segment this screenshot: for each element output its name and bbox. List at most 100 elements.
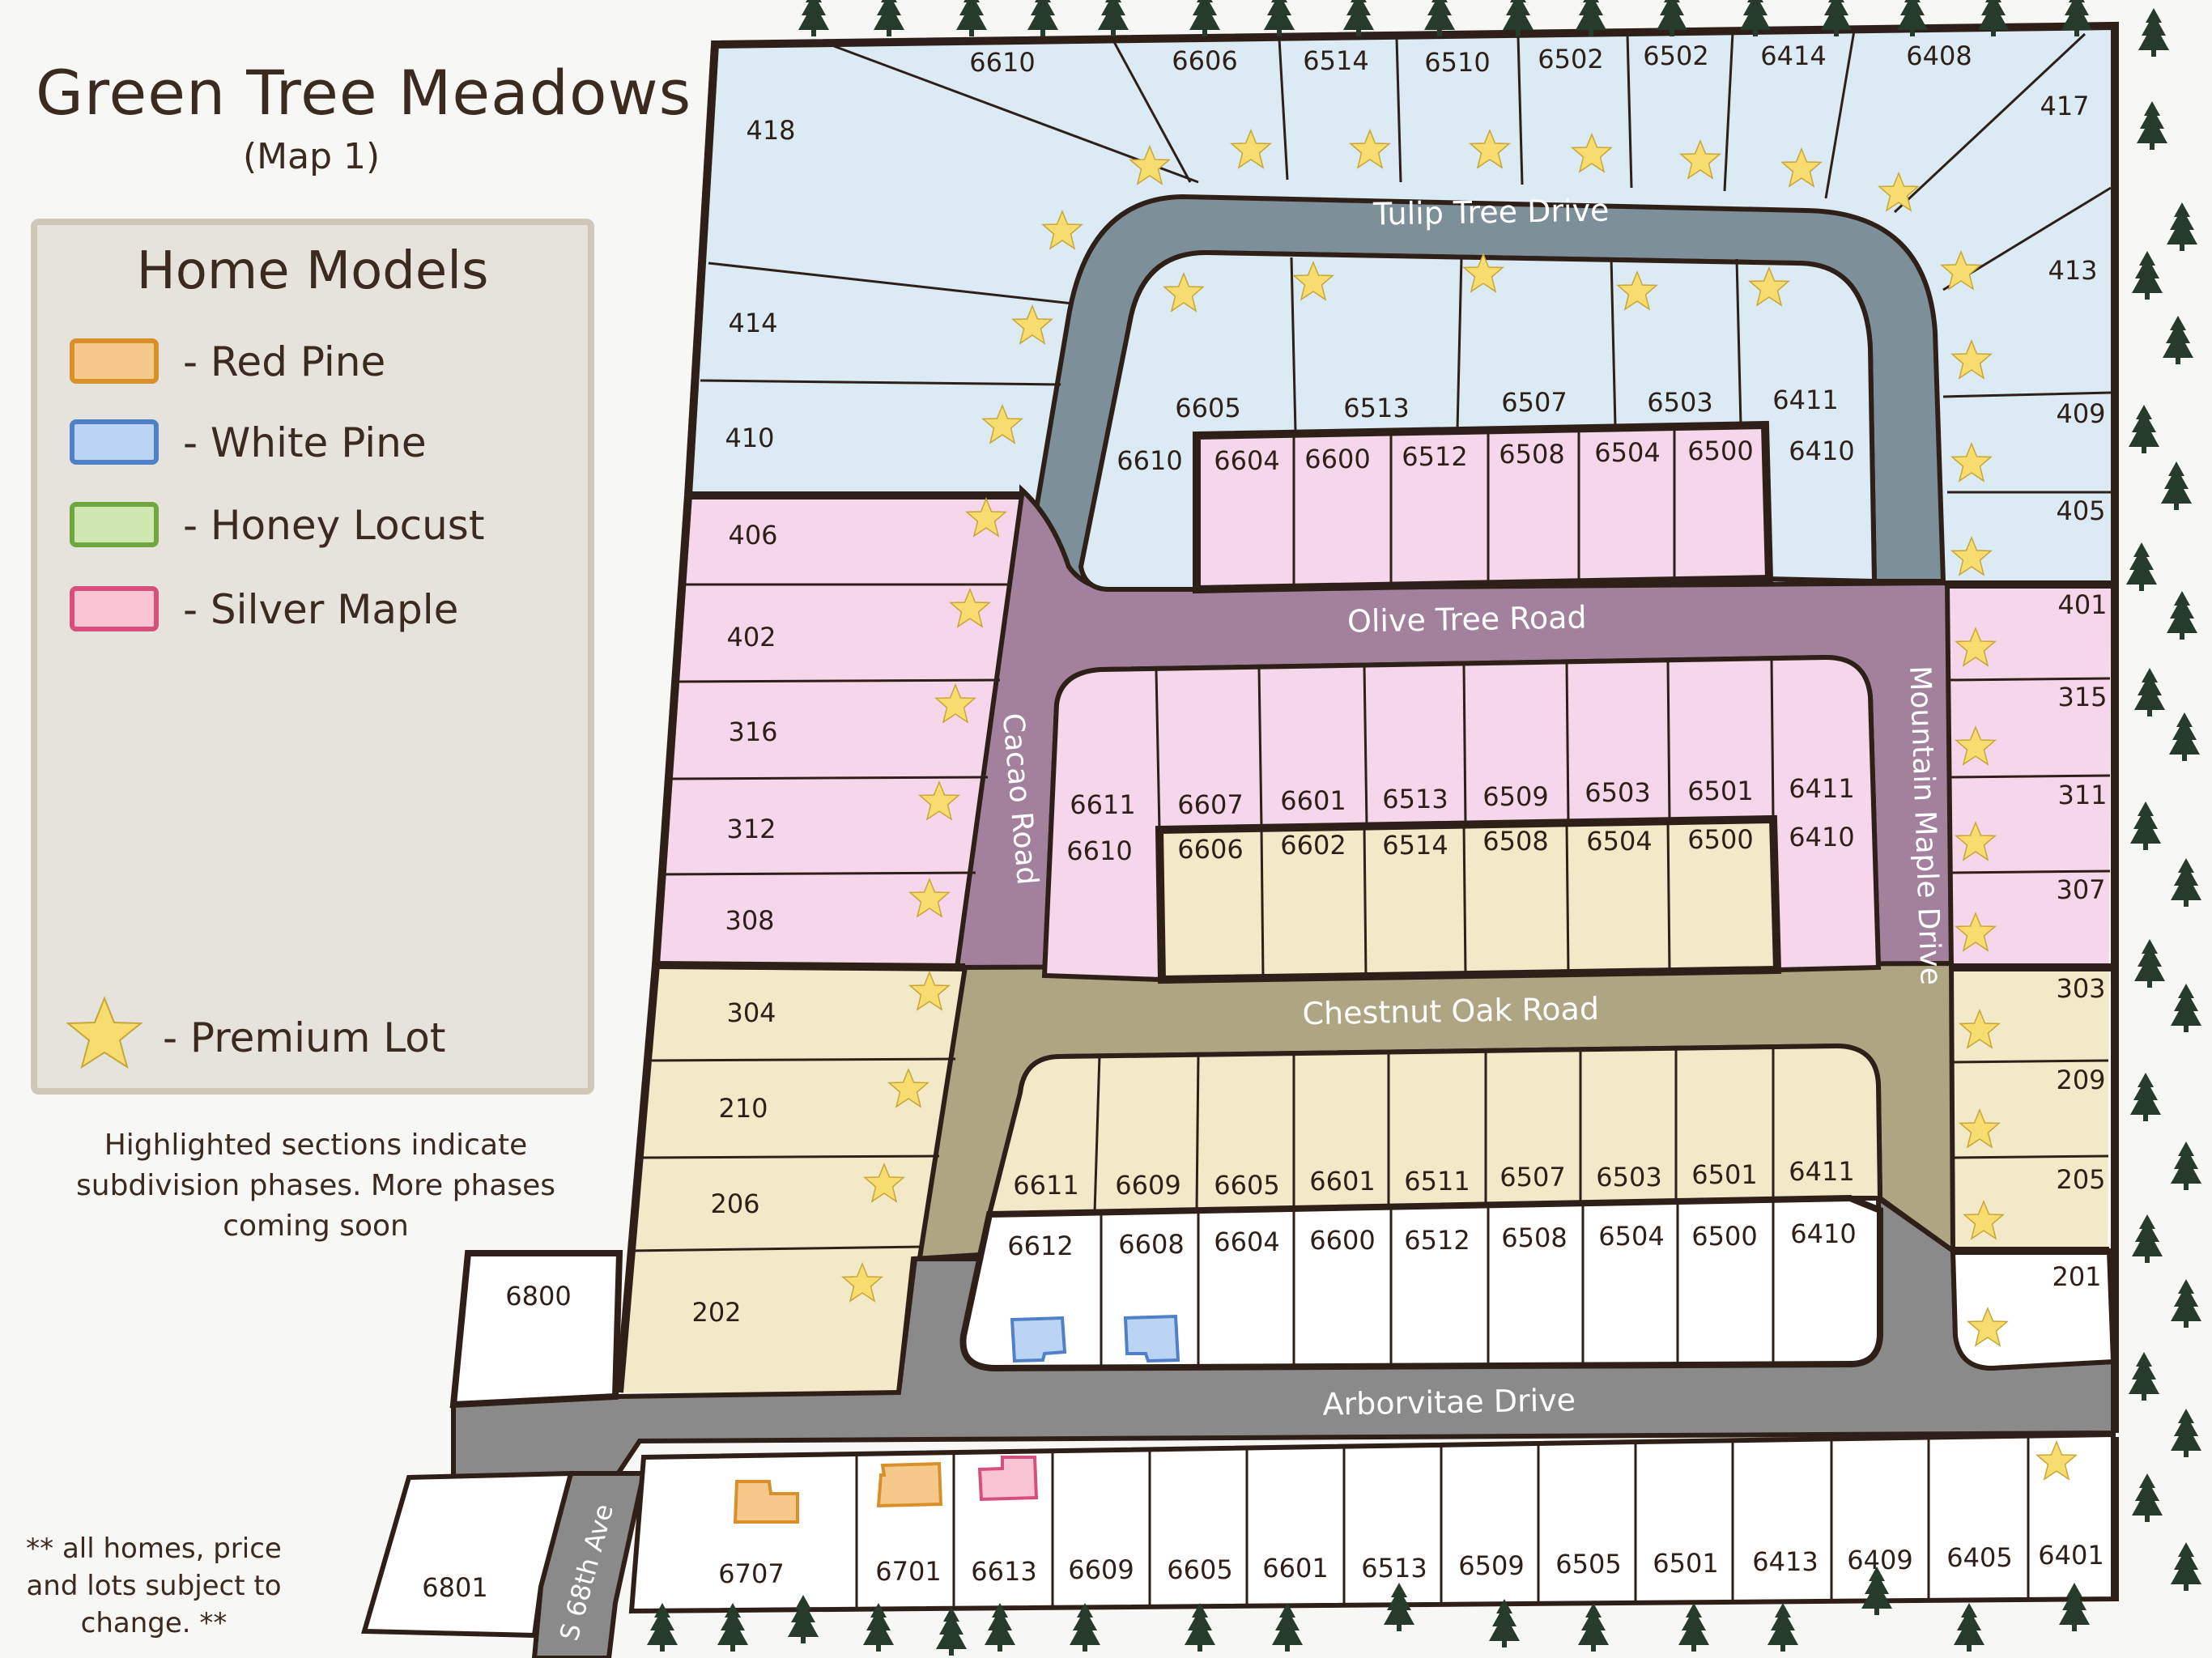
lot-label: 6411 (1789, 1156, 1854, 1187)
tree-icon (2161, 461, 2192, 510)
lot-labels: 6610 6606 6514 6510 6502 6502 6414 6408 … (422, 40, 2107, 1603)
tree-icon (2132, 251, 2163, 300)
tree-icon (2171, 1141, 2201, 1190)
lot-label: 6511 (1404, 1166, 1470, 1197)
silver-maple-home-1 (977, 1456, 1039, 1502)
lot-label: 6513 (1343, 393, 1409, 423)
tree-icon (1189, 0, 1220, 36)
tree-icon (1098, 0, 1129, 36)
tree-icon (2169, 712, 2200, 761)
lot-label: 6505 (1555, 1549, 1621, 1579)
lot-label: 6405 (1946, 1542, 2012, 1573)
map-subtitle: (Map 1) (243, 136, 381, 177)
lot-label: 6409 (1847, 1545, 1912, 1575)
map-title: Green Tree Meadows (36, 57, 692, 129)
phase-tan-west (619, 965, 965, 1392)
lot-label: 202 (691, 1297, 741, 1328)
lot-label: 6410 (1789, 822, 1854, 852)
lot-label: 410 (725, 423, 774, 453)
lot-label: 414 (728, 308, 777, 338)
silver-maple-swatch (70, 586, 159, 631)
lot-label: 6501 (1653, 1548, 1718, 1579)
premium-lot-label: - Premium Lot (163, 1014, 446, 1061)
road-label-tulip: Tulip Tree Drive (1372, 192, 1610, 232)
lot-label: 6612 (1007, 1231, 1073, 1261)
lot-label: 6411 (1789, 773, 1854, 804)
lot-label: 6507 (1499, 1162, 1565, 1192)
tree-icon (2134, 668, 2165, 716)
lot-label: 6509 (1458, 1550, 1524, 1581)
tree-icon (1272, 1603, 1303, 1652)
tree-icon (2138, 8, 2169, 57)
lot-label: 6411 (1772, 385, 1838, 415)
tree-icon (1678, 1603, 1709, 1652)
lot-label: 6503 (1596, 1162, 1661, 1192)
tree-icon (874, 0, 904, 36)
road-label-olive: Olive Tree Road (1347, 599, 1587, 639)
lot-label: 6604 (1214, 1226, 1279, 1257)
arbor-north-block (959, 1194, 1883, 1372)
lot-label: 6701 (875, 1556, 941, 1587)
tree-icon (1264, 0, 1295, 36)
lot-lines (629, 30, 2112, 1609)
tree-icon (2126, 542, 2157, 591)
tree-icon (956, 0, 987, 36)
lot-label: 6601 (1262, 1553, 1328, 1584)
legend-title: Home Models (136, 241, 489, 301)
tree-icon (1578, 1603, 1609, 1652)
white-pine-home-2 (1123, 1314, 1180, 1363)
phase-note: Highlighted sections indicate subdivisio… (76, 1129, 555, 1243)
tree-icon (2130, 801, 2161, 850)
lot-label: 6500 (1687, 824, 1753, 855)
lot-6800-block (449, 1250, 623, 1409)
lot-label: 6610 (1117, 445, 1182, 476)
lot-label: 307 (2056, 874, 2105, 905)
lot-label: 6503 (1585, 777, 1650, 808)
lot-label: 417 (2040, 91, 2089, 121)
lot-label: 6609 (1115, 1170, 1180, 1201)
lot-label: 6606 (1177, 834, 1243, 865)
white-pine-swatch (70, 419, 159, 465)
lot-label: 6500 (1691, 1221, 1757, 1252)
lot-label: 201 (2052, 1261, 2101, 1292)
lot-label: 6502 (1538, 44, 1603, 74)
lot-label: 304 (726, 997, 776, 1028)
lot-label: 6601 (1280, 785, 1346, 816)
lot-label: 6602 (1280, 830, 1346, 861)
phase-pink-west (656, 495, 1022, 967)
red-pine-home-2 (876, 1461, 943, 1508)
chestnut-inner-block (986, 1043, 1883, 1218)
lot-label: 409 (2056, 398, 2105, 429)
lot-label: 6504 (1598, 1221, 1664, 1252)
lot-label: 312 (726, 814, 776, 844)
lot-label: 6611 (1013, 1170, 1078, 1201)
white-pine-home-1 (1010, 1316, 1067, 1363)
lot-label: 6504 (1594, 437, 1660, 468)
lot-label: 402 (726, 622, 776, 653)
lot-label: 6509 (1482, 781, 1548, 812)
disclaimer: ** all homes, price and lots subject to … (26, 1533, 282, 1639)
road-label-chestnut: Chestnut Oak Road (1302, 991, 1599, 1031)
road-label-arborvitae: Arborvitae Drive (1322, 1382, 1576, 1422)
lot-label: 6501 (1691, 1159, 1757, 1190)
lot-label: 6512 (1404, 1225, 1470, 1256)
lot-label: 308 (725, 905, 774, 936)
tree-icon (2167, 591, 2197, 640)
lot-label: 316 (728, 716, 777, 747)
lot-label: 6610 (969, 47, 1035, 78)
tree-icon (2171, 1542, 2201, 1591)
lot-label: 210 (718, 1093, 768, 1124)
arbor-south-block (628, 1431, 2118, 1614)
lot-label: 6801 (422, 1572, 487, 1603)
lot-label: 6507 (1501, 387, 1567, 418)
lot-label: 311 (2057, 780, 2107, 810)
lot-label: 6508 (1499, 439, 1564, 470)
phase-outlines (615, 21, 2119, 1601)
lot-label: 6611 (1070, 789, 1135, 820)
olive-inner-block (1041, 654, 1882, 983)
lot-label: 6600 (1304, 444, 1370, 474)
lot-label: 6502 (1643, 40, 1708, 71)
lot-label: 6610 (1066, 835, 1132, 866)
lot-label: 6408 (1906, 40, 1972, 71)
legend-label: - Silver Maple (183, 586, 459, 633)
